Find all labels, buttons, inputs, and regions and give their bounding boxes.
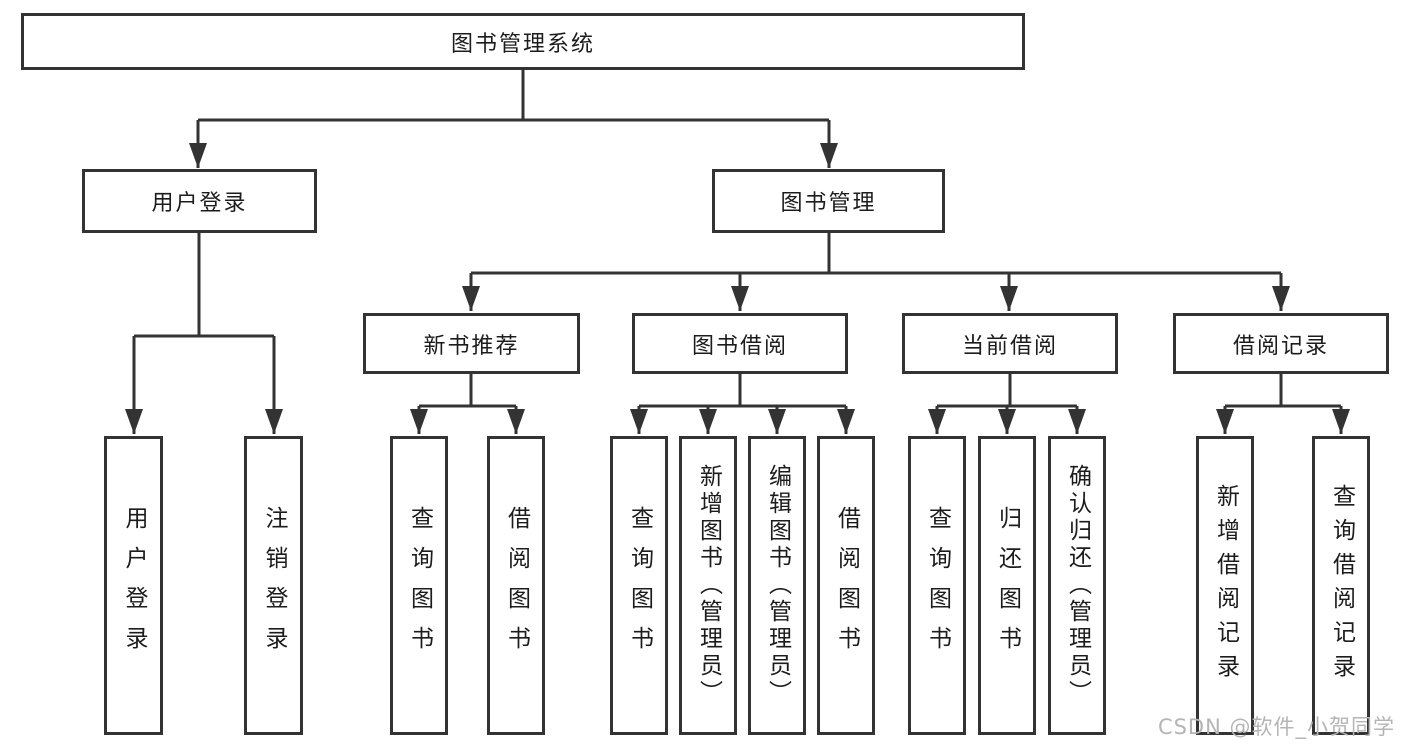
node-book-borrow-label: 图书借阅 [691,333,788,359]
leaf-recommend-borrow-books: 借阅图书 [487,436,545,735]
leaf-user-login-label: 用户登录 [121,505,147,666]
leaf-logout-label: 注销登录 [261,505,287,666]
leaf-edit-books-admin: 编辑图书（管理员） [748,436,806,735]
leaf-return-books-label: 归还图书 [994,505,1021,666]
node-new-book-recommend-label: 新书推荐 [423,333,520,359]
leaf-borrow-query-books-label: 查询图书 [626,505,653,666]
node-book-management-label: 图书管理 [780,191,877,216]
leaf-user-login: 用户登录 [104,436,163,735]
leaf-add-borrow-record: 新增借阅记录 [1196,436,1254,735]
leaf-add-books-admin: 新增图书（管理员） [679,436,737,735]
node-book-borrow: 图书借阅 [632,313,848,374]
leaf-return-books: 归还图书 [978,436,1036,735]
node-user-login-label: 用户登录 [151,191,248,216]
leaf-add-borrow-record-label: 新增借阅记录 [1212,483,1239,688]
leaf-current-query-books-label: 查询图书 [924,505,951,666]
leaf-recommend-query-books: 查询图书 [390,436,448,735]
leaf-confirm-return-admin: 确认归还（管理员） [1048,436,1106,735]
node-system-root: 图书管理系统 [21,13,1025,70]
leaf-borrow-books-label: 借阅图书 [833,505,860,666]
leaf-logout: 注销登录 [244,436,303,735]
csdn-watermark: CSDN @软件_小贺同学 [1157,715,1395,739]
leaf-query-borrow-record: 查询借阅记录 [1312,436,1370,735]
leaf-recommend-query-books-label: 查询图书 [406,505,433,666]
node-user-login: 用户登录 [82,169,317,233]
node-current-borrow-label: 当前借阅 [961,333,1058,359]
leaf-edit-books-admin-label: 编辑图书（管理员） [764,464,791,707]
node-book-management: 图书管理 [712,169,945,233]
node-new-book-recommend: 新书推荐 [363,313,580,374]
leaf-query-borrow-record-label: 查询借阅记录 [1328,483,1355,688]
node-current-borrow: 当前借阅 [902,313,1118,374]
leaf-confirm-return-admin-label: 确认归还（管理员） [1064,464,1091,707]
leaf-add-books-admin-label: 新增图书（管理员） [695,464,722,707]
leaf-borrow-query-books: 查询图书 [610,436,668,735]
leaf-borrow-books: 借阅图书 [817,436,875,735]
node-system-root-label: 图书管理系统 [450,31,595,57]
node-borrow-records: 借阅记录 [1173,313,1389,374]
node-borrow-records-label: 借阅记录 [1232,333,1329,359]
leaf-current-query-books: 查询图书 [908,436,966,735]
leaf-recommend-borrow-books-label: 借阅图书 [503,505,530,666]
